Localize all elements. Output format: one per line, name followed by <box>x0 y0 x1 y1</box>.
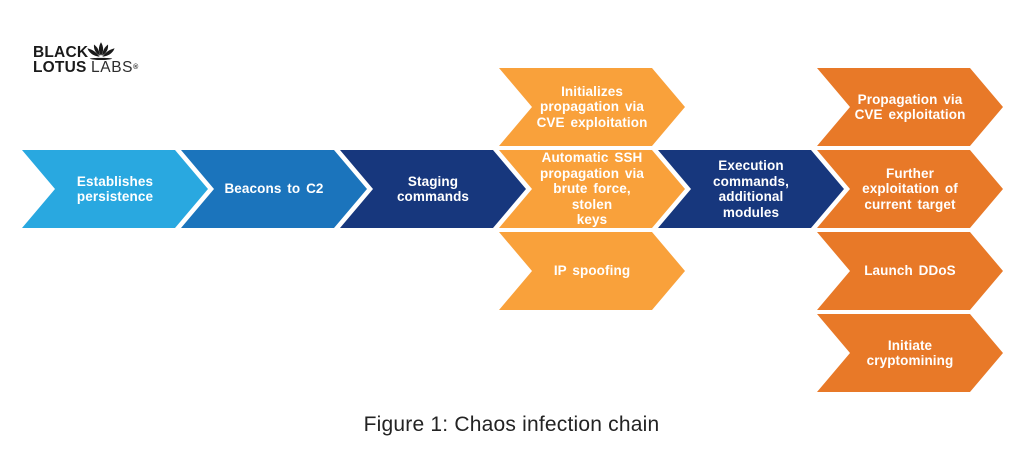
flow-step-label: Launch DDoS <box>864 263 956 279</box>
flow-step-initiate-cryptomining: Initiate cryptomining <box>817 314 1003 392</box>
flow-step-staging-commands: Staging commands <box>340 150 526 228</box>
logo-line-2: LOTUS LABS® <box>33 59 139 76</box>
flow-step-label: Further exploitation of current target <box>862 165 958 212</box>
logo-word-labs: LABS <box>91 59 134 76</box>
flow-step-label: Beacons to C2 <box>224 181 324 197</box>
black-lotus-labs-logo: BLACK LOTUS LABS® <box>33 42 139 76</box>
figure-caption: Figure 1: Chaos infection chain <box>363 413 660 436</box>
lotus-icon <box>86 41 116 67</box>
flow-step-ip-spoofing: IP spoofing <box>499 232 685 310</box>
flow-step-automatic-ssh-propagation: Automatic SSH propagation via brute forc… <box>499 150 685 228</box>
flow-step-label: Initializes propagation via CVE exploita… <box>536 83 648 130</box>
flow-step-beacons-to-c2: Beacons to C2 <box>181 150 367 228</box>
flow-step-label: Establishes persistence <box>76 173 154 205</box>
flow-step-label: Automatic SSH propagation via brute forc… <box>539 150 644 228</box>
flow-step-initializes-propagation-cve: Initializes propagation via CVE exploita… <box>499 68 685 146</box>
flow-step-establishes-persistence: Establishes persistence <box>22 150 208 228</box>
flow-step-further-exploitation: Further exploitation of current target <box>817 150 1003 228</box>
flow-step-execution-commands: Execution commands, additional modules <box>658 150 844 228</box>
flow-step-propagation-via-cve: Propagation via CVE exploitation <box>817 68 1003 146</box>
flow-step-label: Execution commands, additional modules <box>713 158 789 220</box>
logo-word-black: BLACK <box>33 44 89 61</box>
flow-step-label: Initiate cryptomining <box>866 337 954 369</box>
flow-step-label: IP spoofing <box>553 263 631 279</box>
logo-word-lotus: LOTUS <box>33 59 87 76</box>
logo-trademark: ® <box>133 64 139 71</box>
flow-step-launch-ddos: Launch DDoS <box>817 232 1003 310</box>
flow-step-label: Staging commands <box>396 173 470 205</box>
flow-step-label: Propagation via CVE exploitation <box>854 91 966 123</box>
